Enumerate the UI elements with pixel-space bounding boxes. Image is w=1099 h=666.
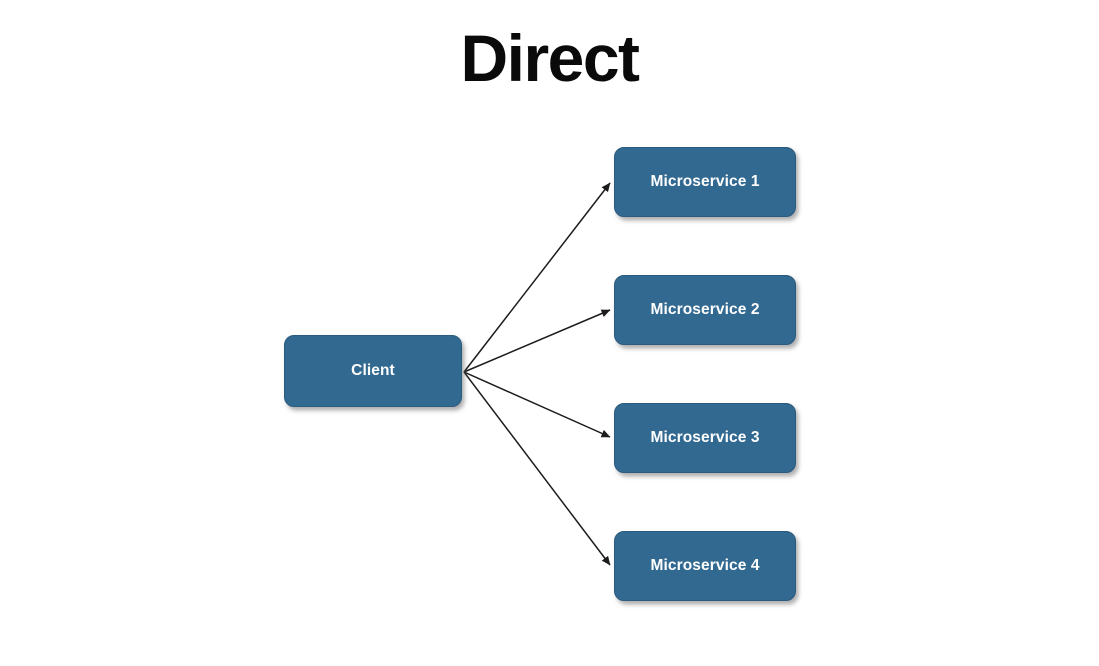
node-microservice-1-label: Microservice 1 — [650, 173, 760, 190]
arrow-client-to-microservice-1 — [463, 182, 611, 373]
node-client-label: Client — [351, 362, 395, 379]
node-microservice-1: Microservice 1 — [614, 147, 796, 217]
node-client: Client — [284, 335, 462, 407]
diagram-title: Direct — [460, 21, 640, 95]
node-microservice-2-label: Microservice 2 — [650, 301, 760, 318]
arrow-client-to-microservice-3 — [463, 371, 611, 438]
node-microservice-3: Microservice 3 — [614, 403, 796, 473]
node-microservice-4-label: Microservice 4 — [650, 557, 760, 574]
node-microservice-3-label: Microservice 3 — [650, 429, 760, 446]
node-microservice-2: Microservice 2 — [614, 275, 796, 345]
arrow-client-to-microservice-2 — [463, 309, 611, 373]
node-microservice-4: Microservice 4 — [614, 531, 796, 601]
arrow-client-to-microservice-4 — [463, 371, 611, 566]
